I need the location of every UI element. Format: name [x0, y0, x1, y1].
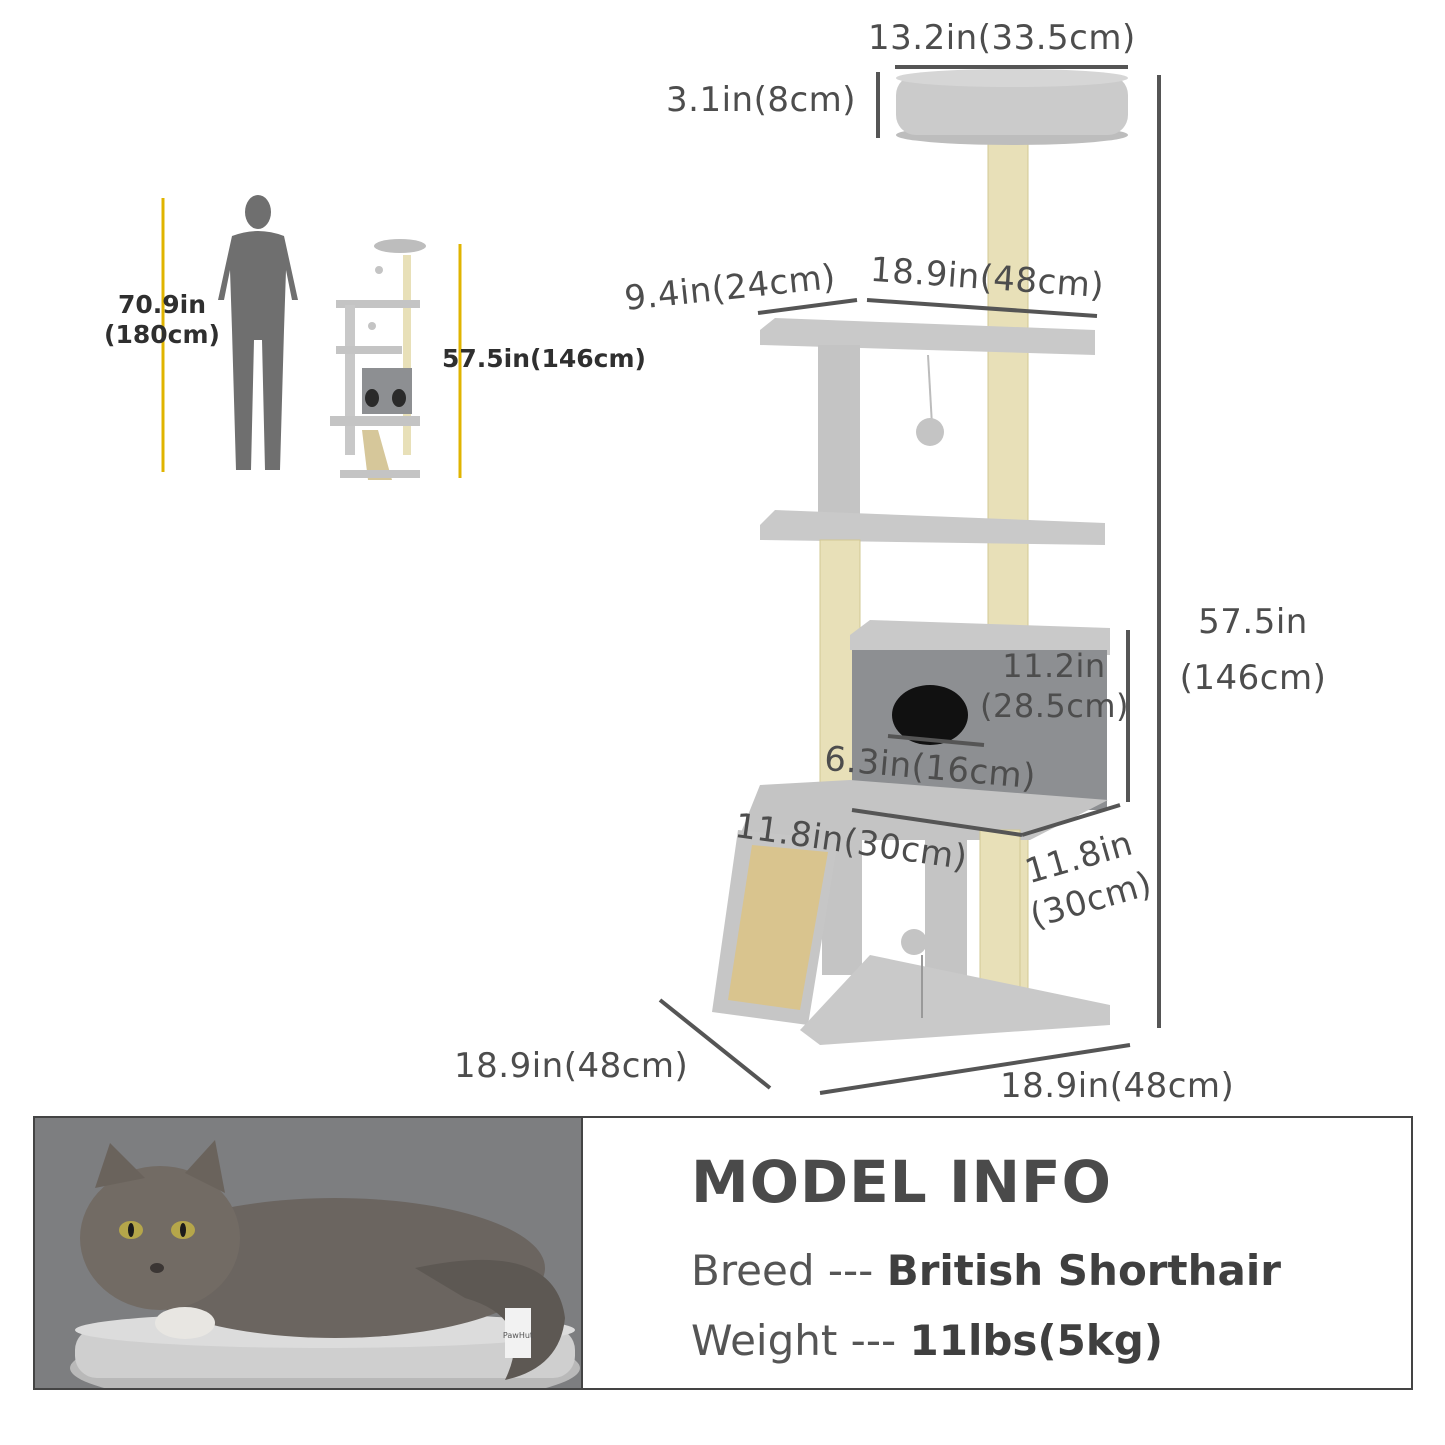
condo-depth-line — [1021, 803, 1121, 837]
total-height-cm: (146cm) — [1179, 658, 1327, 698]
breed-label: Breed --- — [691, 1246, 874, 1295]
base-depth-line — [658, 998, 772, 1090]
hole-width-line — [887, 734, 985, 747]
person-height-cm: (180cm) — [104, 320, 220, 349]
dimension-lines — [658, 65, 1161, 1095]
person-silhouette-icon — [218, 195, 298, 470]
cat-tree-diagram — [161, 65, 1161, 1095]
person-height-label: 70.9in (180cm) — [100, 290, 224, 350]
person-height-in: 70.9in — [117, 290, 207, 319]
model-info-text: MODEL INFO Breed --- British Shorthair W… — [581, 1118, 1411, 1388]
mini-cat-tree-icon — [330, 239, 426, 480]
base-depth-label: 18.9in(48cm) — [454, 1046, 689, 1086]
scale-comparison — [161, 195, 462, 480]
mini-tree-height-label: 57.5in(146cm) — [442, 344, 646, 373]
platform-depth-line — [757, 298, 858, 315]
top-width-label: 13.2in(33.5cm) — [868, 18, 1136, 58]
breed-row: Breed --- British Shorthair — [691, 1246, 1281, 1295]
base-width-label: 18.9in(48cm) — [1000, 1066, 1235, 1106]
weight-label: Weight --- — [691, 1316, 897, 1365]
platform-width-line — [866, 298, 1098, 318]
total-height-label: 57.5in (146cm) — [1168, 594, 1338, 706]
breed-value: British Shorthair — [886, 1246, 1281, 1295]
cat-on-perch-image: PawHut — [35, 1118, 581, 1388]
condo-height-cm: (28.5cm) — [980, 687, 1129, 725]
condo-height-in: 11.2in — [1002, 647, 1106, 685]
weight-row: Weight --- 11lbs(5kg) — [691, 1316, 1163, 1365]
brand-tag-text: PawHut — [503, 1331, 533, 1340]
cat-photo: PawHut — [35, 1118, 581, 1388]
base-width-line — [819, 1043, 1131, 1095]
condo-width-line — [851, 808, 1023, 837]
weight-value: 11lbs(5kg) — [909, 1316, 1164, 1365]
top-height-label: 3.1in(8cm) — [666, 80, 857, 120]
model-info-panel: PawHut MODEL INFO Breed --- British Shor… — [33, 1116, 1413, 1390]
model-info-title: MODEL INFO — [691, 1148, 1112, 1216]
total-height-in: 57.5in — [1198, 602, 1308, 642]
condo-height-label: 11.2in (28.5cm) — [980, 646, 1128, 726]
cat-tree-drawing — [712, 69, 1128, 1045]
